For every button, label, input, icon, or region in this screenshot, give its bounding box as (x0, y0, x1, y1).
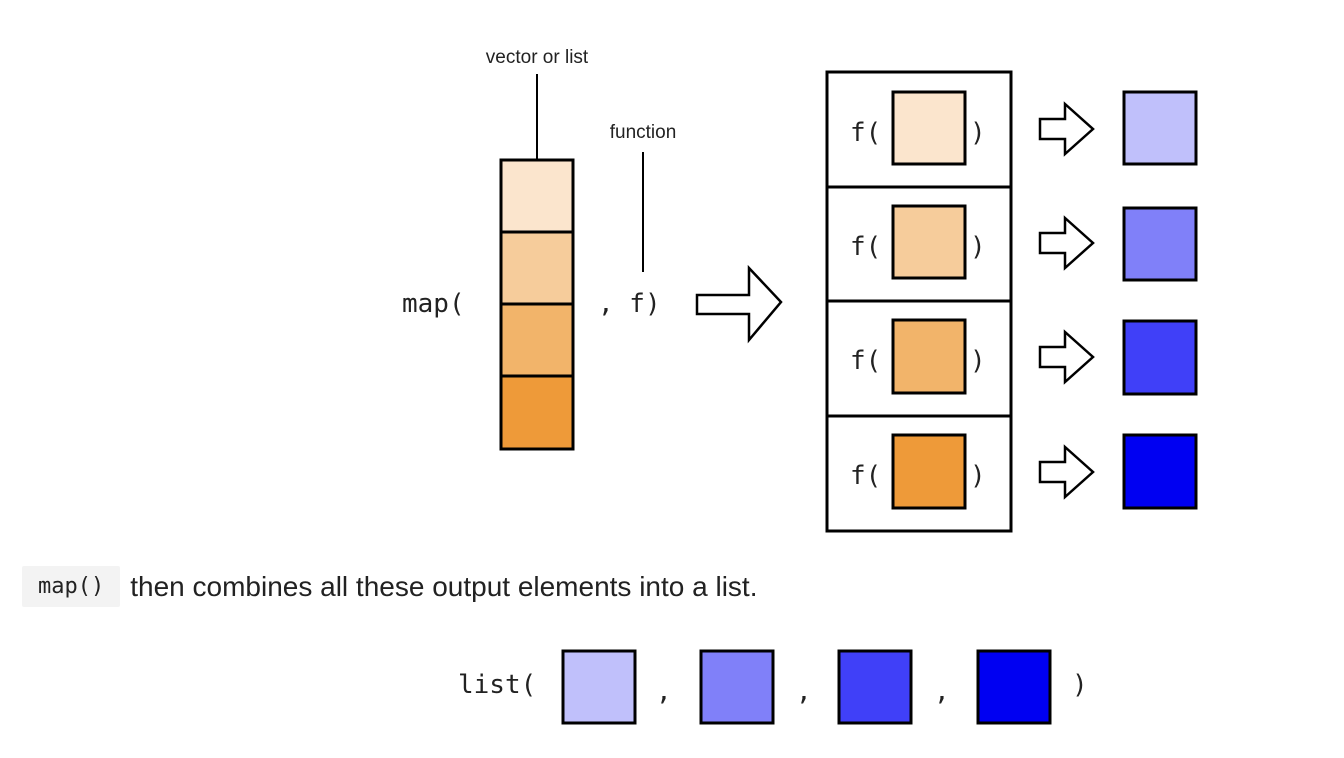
output-elements (1122, 90, 1198, 510)
result-arrow-icon-1 (1038, 101, 1095, 157)
f-open-code-3: f( (850, 346, 881, 376)
list-comma-3: , (934, 677, 950, 707)
list-cell-1 (561, 649, 637, 725)
list-open-code: list( (458, 670, 536, 700)
input-cell-3 (499, 302, 575, 378)
input-cell-4 (499, 374, 575, 451)
caption-text: then combines all these output elements … (130, 570, 758, 602)
result-arrow-icon-3 (1038, 329, 1095, 385)
list-cell-3 (837, 649, 913, 725)
caption-code: map() (22, 566, 121, 607)
close-paren-code-4: ) (970, 461, 986, 491)
applied-cell-3 (891, 318, 967, 395)
input-vector (499, 158, 575, 451)
applied-cell-2 (891, 204, 967, 280)
map-open-code: map( (402, 289, 465, 319)
f-open-code-4: f( (850, 461, 881, 491)
transform-arrow-icon (695, 264, 783, 344)
output-cell-1 (1122, 90, 1198, 166)
applied-cell-1 (891, 90, 967, 166)
f-open-code-2: f( (850, 232, 881, 262)
caption: map() then combines all these output ele… (22, 566, 758, 607)
close-paren-code-3: ) (970, 346, 986, 376)
list-cell-2 (699, 649, 775, 725)
output-cell-2 (1122, 206, 1198, 282)
list-comma-2: , (796, 677, 812, 707)
result-arrow-icon-2 (1038, 215, 1095, 271)
function-applications: f( ) f( ) f( ) f( ) (825, 70, 1013, 533)
close-paren-code-1: ) (970, 118, 986, 148)
input-cell-1 (499, 158, 575, 234)
applied-cell-4 (891, 433, 967, 510)
list-cell-4 (976, 649, 1052, 725)
close-paren-code-2: ) (970, 232, 986, 262)
comma-f-code: , f) (598, 289, 661, 319)
function-label: function (610, 122, 677, 143)
f-open-code-1: f( (850, 118, 881, 148)
result-list: list( , , , ) (458, 649, 1088, 725)
result-arrow-icon-4 (1038, 444, 1095, 500)
output-cell-3 (1122, 319, 1198, 396)
list-comma-1: , (656, 677, 672, 707)
vector-or-list-label: vector or list (486, 47, 589, 68)
output-cell-4 (1122, 433, 1198, 510)
list-close-code: ) (1072, 670, 1088, 700)
input-cell-2 (499, 230, 575, 306)
